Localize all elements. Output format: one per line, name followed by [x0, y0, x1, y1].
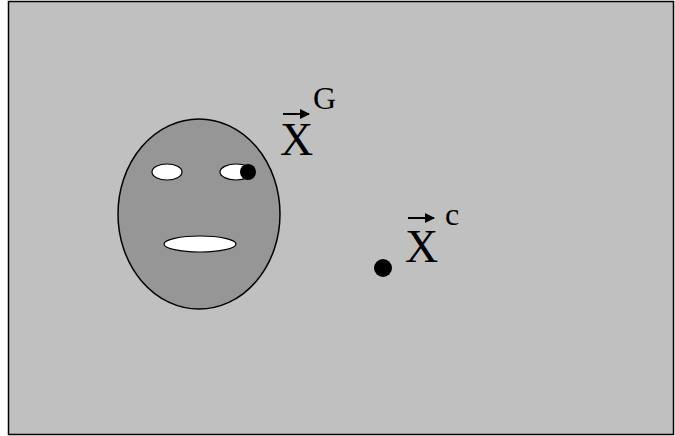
vector-arrow	[408, 217, 434, 219]
mouth	[164, 236, 236, 252]
gaze-point	[240, 164, 256, 180]
vector-symbol: X	[405, 224, 438, 270]
left-eye	[152, 164, 182, 180]
background-panel	[9, 2, 674, 435]
face-outline	[118, 119, 280, 309]
superscript: c	[445, 198, 459, 230]
vector-symbol: X	[280, 117, 313, 163]
vector-arrow	[283, 113, 309, 115]
superscript: G	[313, 82, 336, 114]
camera-point	[374, 259, 392, 277]
